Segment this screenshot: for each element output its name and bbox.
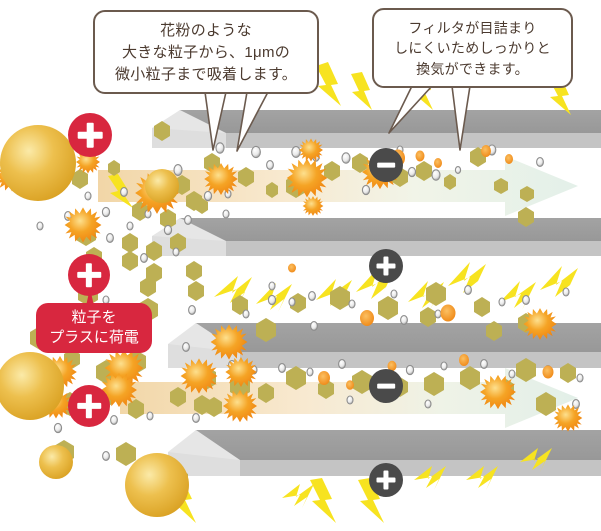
minus-icon	[369, 148, 403, 182]
charge-label-tail	[86, 288, 94, 306]
plus-icon	[68, 254, 110, 296]
filter-plate-4	[168, 430, 601, 476]
particle-field-upper	[0, 121, 544, 283]
callout-right-line-1: フィルタが目詰まり	[408, 20, 537, 36]
badge-plus-mid-left	[68, 254, 110, 296]
callout-left-line-2: 大きな粒子から、1μmの	[121, 43, 291, 61]
badge-minus-upper-plate	[369, 148, 403, 182]
plus-icon	[369, 249, 403, 283]
callout-right-line-2: しにくいためしっかりと	[394, 40, 551, 57]
plus-icon	[369, 463, 403, 497]
filter-plate-2	[152, 218, 601, 256]
plus-icon	[68, 385, 110, 427]
charge-label-line-2: プラスに荷電	[49, 329, 139, 347]
callout-right-line-3: 換気ができます。	[416, 60, 529, 77]
callout-left-line-1: 花粉のような	[160, 22, 252, 39]
charge-label: 粒子を プラスに荷電	[36, 303, 152, 353]
pollen-sphere	[0, 125, 76, 201]
minus-icon	[369, 369, 403, 403]
badge-plus-upper-left	[68, 113, 112, 157]
badge-plus-lower-left	[68, 385, 110, 427]
callout-particle-capture: 花粉のような 大きな粒子から、1μmの 微小粒子まで吸着します。	[93, 10, 319, 94]
badge-minus-lower-plate	[369, 369, 403, 403]
callout-ventilation: フィルタが目詰まり しにくいためしっかりと 換気ができます。	[372, 8, 573, 88]
filter-plate-1	[152, 110, 601, 148]
callout-left-line-3: 微小粒子まで吸着します。	[114, 65, 298, 83]
charge-label-line-1: 粒子を	[71, 309, 117, 326]
badge-plus-bottom-plate	[369, 463, 403, 497]
plus-icon	[68, 113, 112, 157]
particle-field-middle	[30, 263, 570, 360]
badge-plus-upper-plate	[369, 249, 403, 283]
